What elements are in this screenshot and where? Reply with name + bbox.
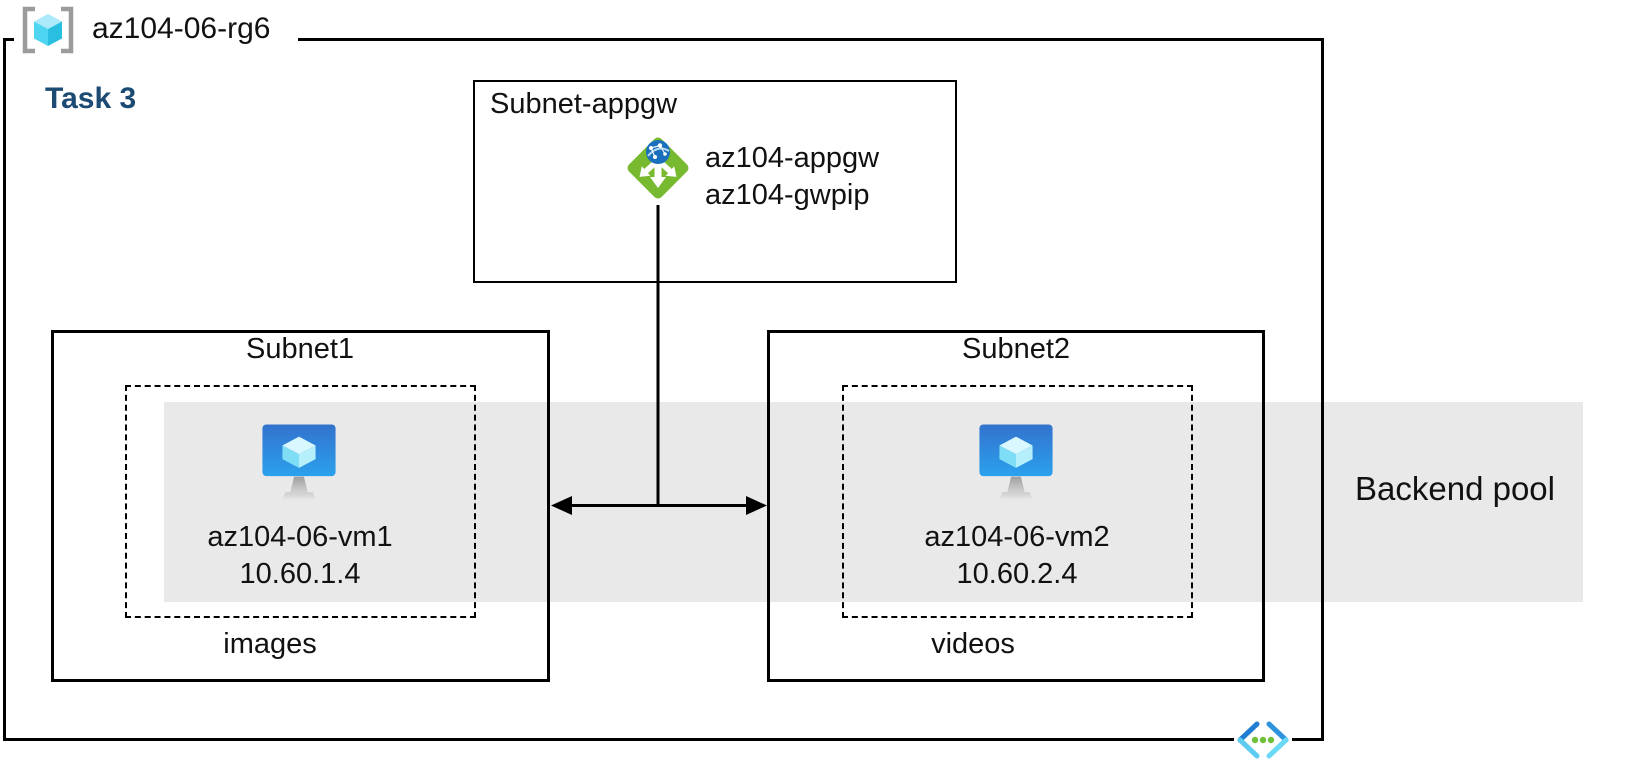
appgw-public-ip-label: az104-gwpip xyxy=(705,179,870,211)
virtual-network-icon xyxy=(1234,719,1292,761)
vm1-text-block: az104-06-vm1 10.60.1.4 xyxy=(207,519,392,593)
resource-group-box xyxy=(3,38,1324,741)
subnet2-box xyxy=(767,330,1265,682)
task-heading: Task 3 xyxy=(45,82,137,115)
vm1-ip-label: 10.60.1.4 xyxy=(239,558,361,590)
subnet-appgw-label: Subnet-appgw xyxy=(490,88,678,120)
vm2-ip-label: 10.60.2.4 xyxy=(956,558,1078,590)
resource-group-label: az104-06-rg6 xyxy=(92,12,271,45)
subnet-appgw-box xyxy=(473,80,957,283)
appgw-name-label: az104-appgw xyxy=(705,142,880,174)
subnet2-backend-dashed-box xyxy=(842,385,1193,618)
subnet1-label: Subnet1 xyxy=(245,333,355,365)
vm2-name-label: az104-06-vm2 xyxy=(924,521,1110,553)
subnet2-label: Subnet2 xyxy=(961,333,1071,365)
backend-pool-band xyxy=(164,402,1583,602)
vm2-virtual-machine-icon xyxy=(979,424,1053,500)
subnet1-storage-label: images xyxy=(223,628,317,660)
vm2-text-block: az104-06-vm2 10.60.2.4 xyxy=(924,519,1109,593)
subnet1-backend-dashed-box xyxy=(125,385,476,618)
backend-pool-label: Backend pool xyxy=(1355,470,1555,507)
application-gateway-icon xyxy=(627,137,689,199)
appgw-resource-labels: az104-appgw az104-gwpip xyxy=(705,140,879,214)
subnet2-storage-label: videos xyxy=(931,628,1015,660)
vm1-name-label: az104-06-vm1 xyxy=(207,521,393,553)
resource-group-icon xyxy=(22,6,74,54)
vm1-virtual-machine-icon xyxy=(262,424,336,500)
subnet1-box xyxy=(51,330,550,682)
resource-group-header-gap xyxy=(14,33,298,44)
